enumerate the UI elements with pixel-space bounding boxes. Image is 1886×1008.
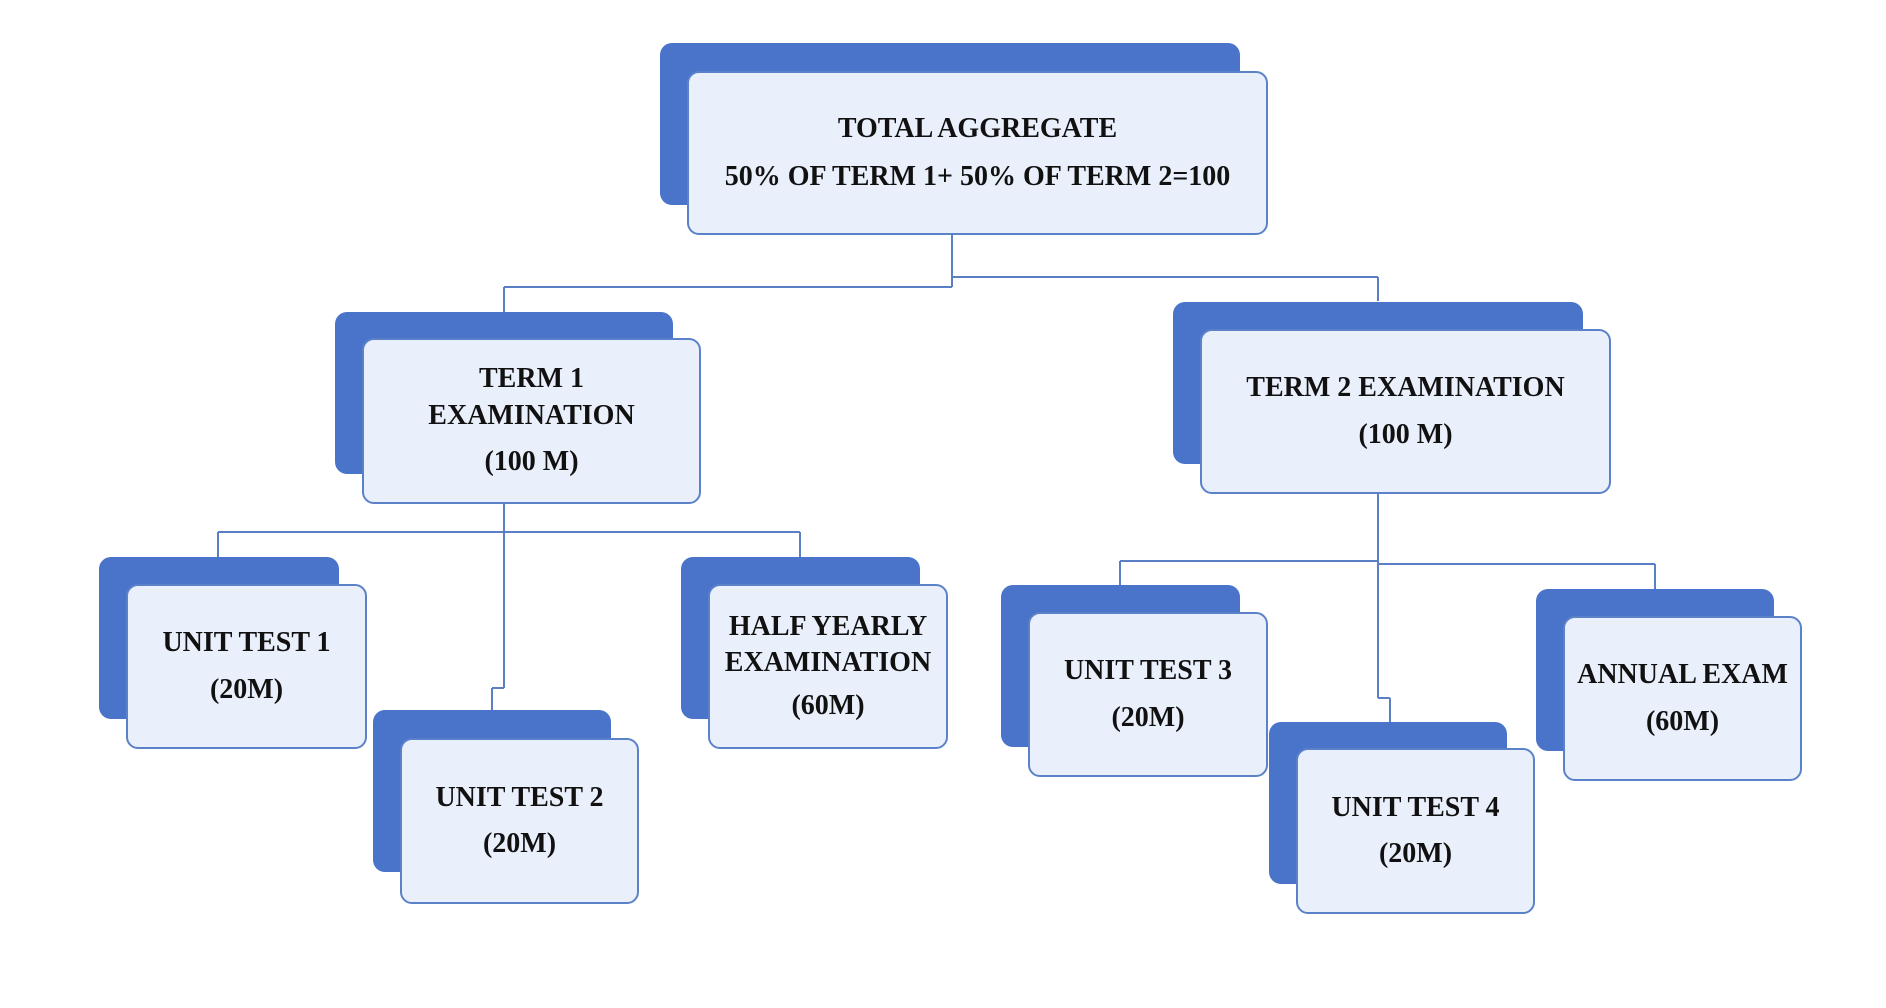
total-aggregate-formula: 50% OF TERM 1+ 50% OF TERM 2=100	[724, 161, 1231, 192]
node-card: HALF YEARLY EXAMINATION (60M)	[708, 584, 948, 749]
annual-exam-marks: (60M)	[1645, 705, 1720, 737]
half-yearly-marks: (60M)	[791, 689, 865, 721]
node-card: UNIT TEST 4 (20M)	[1296, 748, 1535, 914]
node-card: UNIT TEST 3 (20M)	[1028, 612, 1268, 777]
unit-test-2-marks: (20M)	[482, 828, 557, 859]
unit-test-3-title: UNIT TEST 3	[1063, 655, 1233, 687]
unit-test-3-marks: (20M)	[1111, 701, 1185, 733]
node-card: TERM 1 EXAMINATION (100 M)	[362, 338, 701, 504]
node-card: UNIT TEST 2 (20M)	[400, 738, 639, 904]
unit-test-4-marks: (20M)	[1378, 838, 1453, 869]
unit-test-3-node: UNIT TEST 3 (20M)	[1001, 585, 1268, 777]
unit-test-2-title: UNIT TEST 2	[435, 781, 604, 813]
term2-node: TERM 2 EXAMINATION (100 M)	[1173, 302, 1611, 494]
term1-marks: (100 M)	[484, 446, 579, 478]
unit-test-1-title: UNIT TEST 1	[162, 627, 331, 659]
half-yearly-title-line2: EXAMINATION	[724, 647, 932, 679]
annual-exam-title: ANNUAL EXAM	[1577, 659, 1788, 691]
unit-test-1-node: UNIT TEST 1 (20M)	[99, 557, 367, 749]
annual-exam-node: ANNUAL EXAM (60M)	[1536, 589, 1802, 781]
total-aggregate-node: TOTAL AGGREGATE 50% OF TERM 1+ 50% OF TE…	[660, 43, 1268, 235]
half-yearly-title-line1: HALF YEARLY	[728, 610, 928, 642]
unit-test-1-marks: (20M)	[209, 673, 284, 705]
term2-marks: (100 M)	[1358, 418, 1453, 450]
term1-node: TERM 1 EXAMINATION (100 M)	[335, 312, 701, 504]
unit-test-4-title: UNIT TEST 4	[1331, 791, 1500, 823]
term1-title-line1: TERM 1	[479, 363, 584, 395]
node-card: TOTAL AGGREGATE 50% OF TERM 1+ 50% OF TE…	[687, 71, 1268, 235]
node-card: ANNUAL EXAM (60M)	[1563, 616, 1802, 781]
total-aggregate-title: TOTAL AGGREGATE	[837, 112, 1118, 144]
unit-test-2-node: UNIT TEST 2 (20M)	[373, 710, 639, 904]
term1-title-line2: EXAMINATION	[428, 399, 635, 431]
node-card: UNIT TEST 1 (20M)	[126, 584, 367, 749]
node-card: TERM 2 EXAMINATION (100 M)	[1200, 329, 1611, 494]
half-yearly-node: HALF YEARLY EXAMINATION (60M)	[681, 557, 948, 749]
term2-title: TERM 2 EXAMINATION	[1246, 372, 1565, 404]
unit-test-4-node: UNIT TEST 4 (20M)	[1269, 722, 1535, 914]
